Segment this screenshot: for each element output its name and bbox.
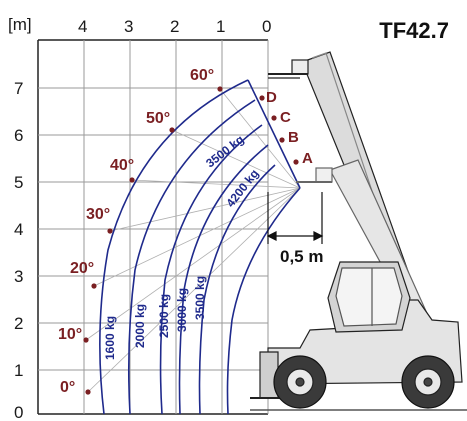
point-c: C <box>280 109 291 126</box>
x-axis-ticks: 4 3 2 1 0 <box>78 17 271 36</box>
angle-30: 30° <box>86 206 110 223</box>
y-tick: 6 <box>14 126 23 145</box>
dimension-indicator <box>266 192 324 244</box>
grid <box>37 39 269 415</box>
x-tick: 3 <box>124 17 133 36</box>
y-tick: 1 <box>14 361 23 380</box>
load-2000: 2000 kg <box>133 304 147 348</box>
x-tick: 0 <box>262 17 271 36</box>
curve-3500 <box>198 164 276 415</box>
x-tick: 2 <box>170 17 179 36</box>
dimension-label: 0,5 m <box>280 247 323 266</box>
curve-2000 <box>127 99 256 415</box>
point-dot <box>279 137 285 143</box>
angle-labels: 60° 50° 40° 30° 20° 10° 0° <box>58 67 223 396</box>
curve-2500 <box>159 124 263 415</box>
angle-dot <box>129 177 135 183</box>
y-tick: 0 <box>14 403 23 421</box>
model-name: TF42.7 <box>379 18 449 43</box>
y-tick: 7 <box>14 79 23 98</box>
point-dot <box>271 115 277 121</box>
load-curves <box>99 79 301 415</box>
angle-dot <box>91 283 97 289</box>
point-d: D <box>266 89 277 106</box>
inner-envelope <box>226 187 301 415</box>
angle-10: 10° <box>58 326 82 343</box>
y-tick: 4 <box>14 220 23 239</box>
load-3000: 3000 kg <box>175 288 189 332</box>
angle-40: 40° <box>110 157 134 174</box>
point-a: A <box>302 150 313 167</box>
y-axis-ticks: 7 6 5 4 3 2 1 0 <box>14 79 23 421</box>
y-tick: 5 <box>14 173 23 192</box>
curve-3000 <box>178 144 269 415</box>
load-2500: 2500 kg <box>157 294 171 338</box>
outer-envelope <box>99 79 249 415</box>
load-3500-vertical: 3500 kg <box>193 276 207 320</box>
angle-60: 60° <box>190 67 214 84</box>
angle-dot <box>217 86 223 92</box>
angle-dot <box>169 127 175 133</box>
x-tick: 4 <box>78 17 87 36</box>
load-3500-angled: 3500 kg <box>203 132 246 170</box>
angle-20: 20° <box>70 260 94 277</box>
angle-50: 50° <box>146 110 170 127</box>
top-edge <box>247 79 301 189</box>
load-1600: 1600 kg <box>103 316 117 360</box>
point-labels: D C B A <box>259 89 313 167</box>
point-dot <box>259 95 265 101</box>
y-tick: 2 <box>14 314 23 333</box>
y-tick: 3 <box>14 267 23 286</box>
angle-dot <box>107 228 113 234</box>
angle-dot <box>85 389 91 395</box>
point-dot <box>293 159 299 165</box>
angle-dot <box>83 337 89 343</box>
unit-label: [m] <box>8 15 32 34</box>
x-tick: 1 <box>216 17 225 36</box>
telehandler <box>250 51 463 409</box>
angle-0: 0° <box>60 379 75 396</box>
point-b: B <box>288 129 299 146</box>
